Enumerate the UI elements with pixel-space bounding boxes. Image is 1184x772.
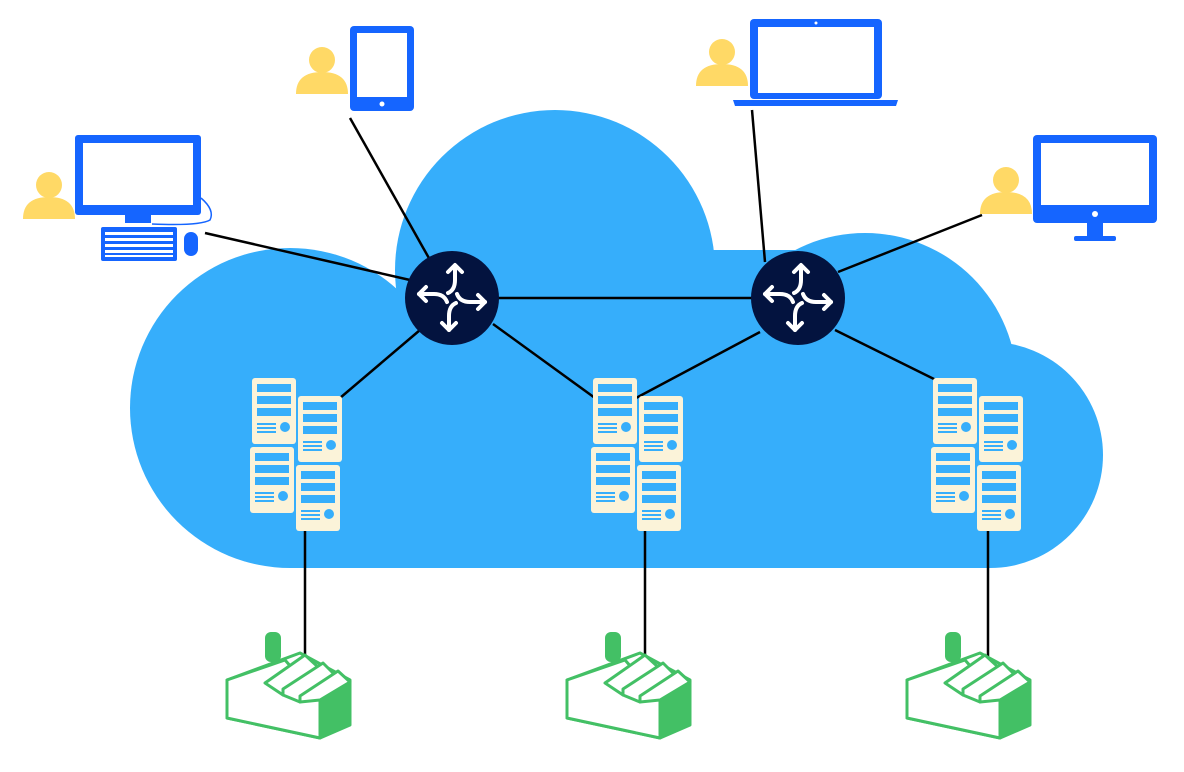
link-desktop-router xyxy=(204,231,411,282)
person-icon xyxy=(23,172,75,219)
link-router-cluster-center xyxy=(492,322,596,400)
desktop-computer-icon xyxy=(75,135,213,261)
link-router-cluster-right xyxy=(834,328,941,384)
link-monitor-router xyxy=(837,213,983,274)
person-icon xyxy=(296,47,348,94)
network-links xyxy=(204,109,990,658)
factory-left-icon xyxy=(225,630,352,740)
link-router2-cluster-center xyxy=(635,330,761,400)
link-laptop-router xyxy=(750,109,767,263)
factory-center-icon xyxy=(565,630,692,740)
person-icon xyxy=(696,39,748,86)
link-tablet-router xyxy=(348,117,432,261)
router-right-icon xyxy=(749,249,847,347)
factory-right-icon xyxy=(905,630,1032,740)
monitor-icon xyxy=(1033,135,1157,241)
laptop-icon xyxy=(733,19,898,106)
link-router-cluster-left xyxy=(339,329,421,399)
tablet-icon xyxy=(350,26,414,111)
person-icon xyxy=(980,167,1032,214)
router-left-icon xyxy=(403,249,501,347)
